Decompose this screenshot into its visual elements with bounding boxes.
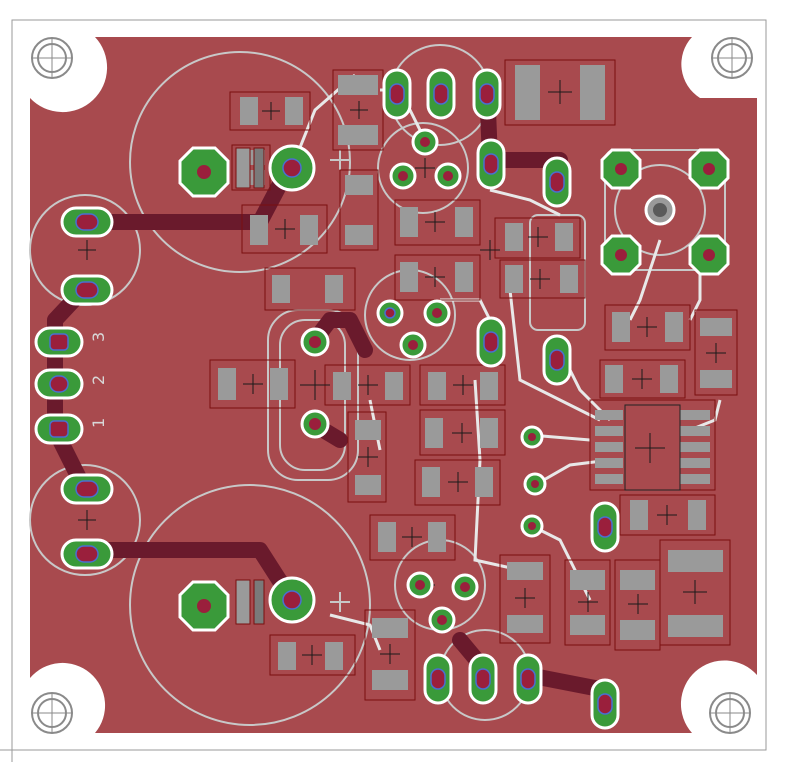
oblong-pads [34,68,620,730]
connector-pin-label-2: 2 [89,375,108,385]
connector-pin-label-3: 3 [89,332,108,342]
connector-pin-labels: 3 2 1 [89,332,108,428]
connector-pin-label-1: 1 [89,418,108,428]
trace-connector-left [47,280,93,498]
capacitor-markings [235,147,265,625]
large-capacitor-outline-top [129,51,351,273]
large-capacitor-outline-bottom [129,484,371,726]
round-pads [178,128,730,634]
trace-cap-top-to-connector [72,157,298,230]
ic-chip [624,404,681,491]
